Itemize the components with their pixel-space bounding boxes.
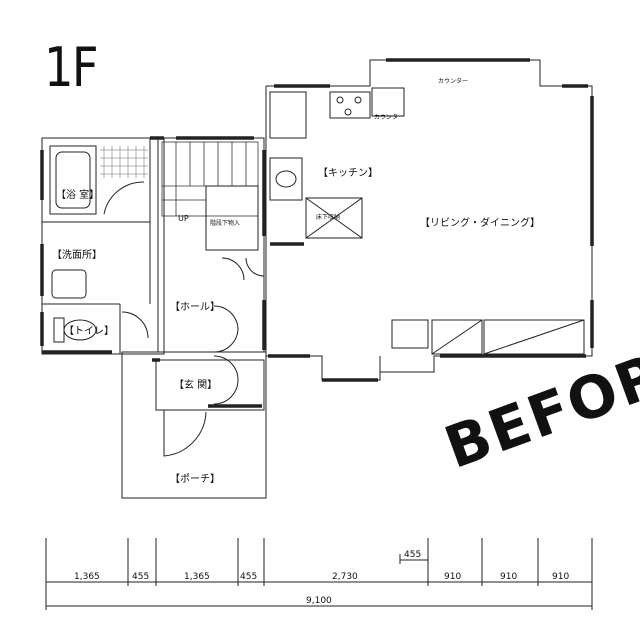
room-toilet: 【トイレ】 bbox=[64, 326, 114, 337]
stair-up-label: UP bbox=[178, 214, 189, 223]
bathtub bbox=[49, 145, 97, 215]
ld-cabinet bbox=[391, 319, 429, 349]
dim-seg-4: 455 bbox=[240, 572, 258, 582]
dim-seg-6: 910 bbox=[444, 572, 462, 582]
wash-basin bbox=[51, 269, 87, 299]
entrance-outline bbox=[155, 359, 265, 411]
kitchen-counter bbox=[269, 91, 307, 139]
room-entrance: 【玄 関】 bbox=[174, 380, 218, 391]
bathtub-inner bbox=[55, 151, 91, 209]
toilet-tank bbox=[53, 317, 65, 343]
dim-total: 9,100 bbox=[306, 596, 332, 606]
under-stair-label: 階段下物入 bbox=[210, 220, 241, 227]
under-stair-storage bbox=[205, 185, 259, 251]
floor-storage-label: 床下収納 bbox=[316, 214, 341, 221]
floor-label: 1F bbox=[44, 36, 99, 99]
counter-label-top: カウンター bbox=[438, 78, 469, 85]
wall-windows bbox=[40, 58, 594, 408]
hall-block-outline bbox=[157, 137, 265, 353]
staircase bbox=[161, 141, 259, 217]
dim-seg-2: 455 bbox=[132, 572, 150, 582]
ld-storage-left bbox=[431, 319, 483, 355]
dim-seg-7: 910 bbox=[500, 572, 518, 582]
porch-outline bbox=[121, 351, 267, 499]
side-counter bbox=[371, 87, 405, 117]
room-washroom: 【洗面所】 bbox=[52, 250, 102, 261]
room-living-dining: 【リビング・ダイニング】 bbox=[420, 218, 540, 229]
room-hall: 【ホール】 bbox=[170, 302, 220, 313]
dim-seg-8: 910 bbox=[552, 572, 570, 582]
shower-tiles bbox=[100, 146, 148, 178]
ld-storage-right bbox=[483, 319, 585, 355]
dim-offset: 455 bbox=[404, 550, 422, 560]
floor-storage bbox=[305, 197, 363, 239]
counter-label-side: カウンター bbox=[374, 114, 405, 121]
dim-seg-5: 2,730 bbox=[332, 572, 358, 582]
room-bath: 【浴 室】 bbox=[56, 190, 100, 201]
dimension-lines bbox=[45, 538, 593, 610]
dim-seg-3: 1,365 bbox=[184, 572, 210, 582]
room-porch: 【ポーチ】 bbox=[170, 474, 220, 485]
dim-seg-1: 1,365 bbox=[74, 572, 100, 582]
cooktop bbox=[329, 91, 371, 119]
room-kitchen: 【キッチン】 bbox=[318, 168, 378, 179]
kitchen-sink bbox=[269, 157, 303, 201]
